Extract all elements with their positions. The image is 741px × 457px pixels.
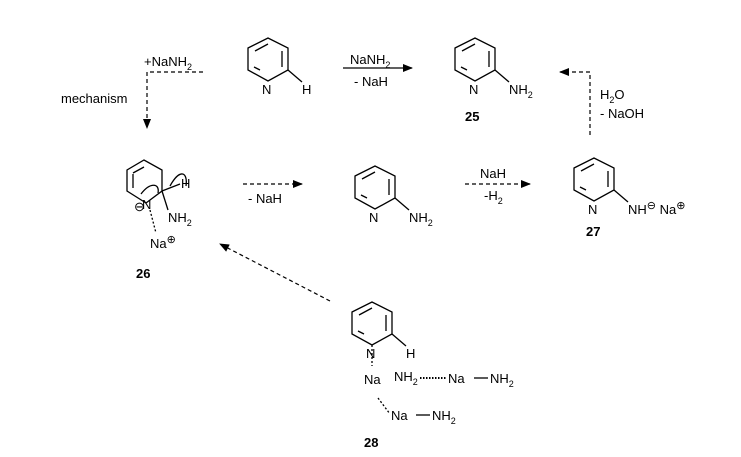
minus-charge: ⊖ — [134, 199, 145, 214]
atom-h: H — [406, 346, 416, 361]
compound-27-structure — [573, 157, 629, 203]
amino-group: NH2 — [490, 371, 514, 389]
sodium-atom: Na⊕ — [150, 234, 176, 251]
atom-h: H — [302, 82, 312, 97]
sodium-atom: Na — [448, 371, 465, 386]
compound-28-structure — [351, 301, 488, 416]
atom-n: N — [262, 82, 272, 97]
atom-n: N — [588, 202, 598, 217]
complex-arrow — [219, 243, 331, 302]
direct-reagent: NaNH2 — [350, 52, 391, 70]
arrows — [143, 64, 591, 302]
aminopyridine-structure — [354, 165, 410, 211]
amino-group: NH2 — [394, 369, 418, 387]
mechanism-arrow — [143, 71, 203, 129]
compound-label-27: 27 — [586, 224, 601, 239]
direct-byproduct: - NaH — [354, 74, 388, 89]
naoh-label: - NaOH — [600, 106, 645, 121]
h2-loss: -H2 — [484, 188, 503, 206]
atom-n: N — [469, 82, 479, 97]
mechanism-label: mechanism — [61, 91, 128, 106]
hydrolysis-arrow — [559, 68, 591, 135]
amino-group: NH2 — [432, 408, 456, 426]
atom-n: N — [369, 210, 379, 225]
atom-n: N — [142, 197, 152, 212]
amino-group: NH2 — [168, 210, 192, 228]
sodium-atom: Na — [391, 408, 408, 423]
amino-group: NH2 — [409, 210, 433, 228]
atom-h: H — [181, 176, 191, 191]
reagent-nanh2: +NaNH2 — [144, 54, 193, 72]
compound-label-28: 28 — [364, 435, 379, 450]
pyridine-structure — [247, 37, 303, 83]
amide-group: NH⊖ Na⊕ — [628, 200, 686, 217]
compound-label-26: 26 — [136, 266, 151, 281]
elimination-byproduct: - NaH — [248, 191, 282, 206]
water-label: H2O — [600, 87, 625, 105]
compound-26-structure — [126, 159, 187, 234]
amino-group: NH2 — [509, 82, 533, 100]
nah-reagent: NaH — [480, 166, 507, 181]
compound-25-structure — [454, 37, 510, 83]
compound-label-25: 25 — [465, 109, 480, 124]
sodium-atom: Na — [364, 372, 381, 387]
atom-n: N — [366, 346, 376, 361]
